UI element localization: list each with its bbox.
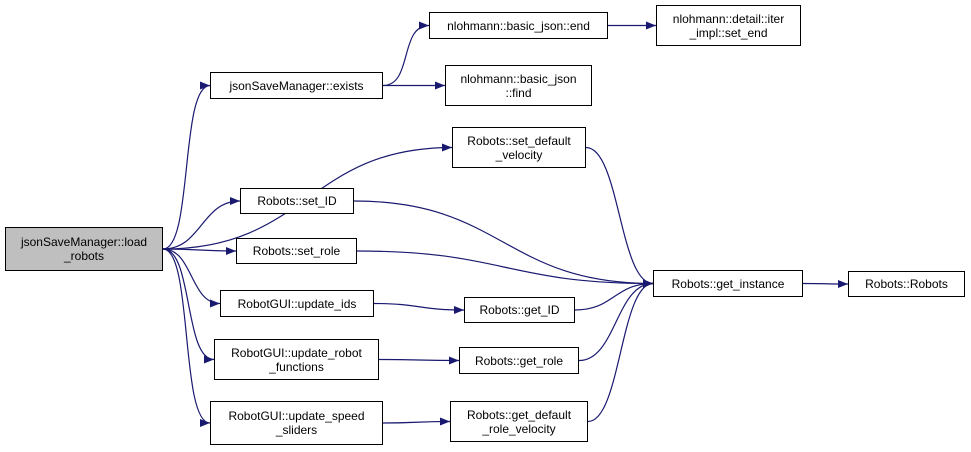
node-set-default-velocity[interactable]: Robots::set_default _velocity [452, 127, 586, 168]
node-get-default-role-velocity[interactable]: Robots::get_default _role_velocity [450, 401, 588, 442]
node-label-line1: nlohmann::detail::iter [672, 11, 785, 26]
edge-load_robots-to-update_speed_sliders [162, 248, 211, 427]
edge-get_instance-to-robots_ctor [802, 279, 849, 288]
node-update-robot-functions[interactable]: RobotGUI::update_robot _functions [214, 339, 379, 380]
node-label-line1: Robots::set_ID [257, 194, 337, 208]
node-set-id[interactable]: Robots::set_ID [240, 188, 354, 214]
node-label-line1: Robots::get_ID [479, 303, 560, 317]
node-set-role[interactable]: Robots::set_role [236, 238, 357, 264]
node-label-line2: _functions [269, 359, 324, 374]
node-iter-set-end[interactable]: nlohmann::detail::iter _impl::set_end [656, 5, 801, 46]
node-exists[interactable]: jsonSaveManager::exists [210, 72, 383, 99]
node-label-line1: Robots::Robots [865, 277, 948, 291]
node-json-end[interactable]: nlohmann::basic_json::end [429, 12, 608, 39]
node-label-line1: Robots::set_default [467, 133, 571, 148]
edge-load_robots-to-update_robot_functions [162, 248, 215, 364]
edge-set_id-to-get_instance [353, 200, 654, 288]
node-load-robots[interactable]: jsonSaveManager::load _robots [5, 227, 163, 271]
node-robots-constructor[interactable]: Robots::Robots [848, 271, 965, 297]
node-label-line1: nlohmann::basic_json [460, 71, 577, 86]
edge-get_role-to-get_instance [578, 279, 654, 362]
edge-get_default_role_velocity-to-get_instance [587, 279, 654, 423]
node-get-role[interactable]: Robots::get_role [459, 347, 579, 374]
node-get-id[interactable]: Robots::get_ID [464, 297, 575, 323]
edge-set_default_velocity-to-get_instance [585, 146, 654, 288]
node-label-line1: jsonSaveManager::load [20, 235, 148, 249]
edge-exists-to-json_end [382, 21, 430, 87]
edge-load_robots-to-exists [162, 81, 211, 250]
node-label-line2: _impl::set_end [689, 25, 768, 40]
node-label-line2: ::find [505, 85, 532, 100]
node-label-line2: _robots [63, 249, 105, 263]
edge-set_role-to-get_instance [356, 250, 654, 288]
edge-load_robots-to-update_ids [162, 248, 221, 308]
edge-update_speed_sliders-to-get_default_role_velocity [382, 417, 451, 426]
node-label-line1: Robots::get_role [474, 353, 564, 368]
node-label-line1: RobotGUI::update_speed [228, 409, 365, 423]
node-label-line2: _role_velocity [482, 421, 556, 436]
node-label-line1: RobotGUI::update_ids [237, 296, 357, 311]
edge-update_ids-to-get_id [373, 302, 465, 314]
node-label-line1: jsonSaveManager::exists [229, 78, 364, 93]
node-label-line2: _velocity [495, 147, 543, 162]
edge-load_robots-to-set_id [162, 197, 241, 250]
node-label-line1: Robots::get_instance [671, 276, 785, 291]
node-label-line2: _sliders [275, 423, 318, 437]
node-label-line1: Robots::get_default [466, 407, 572, 422]
node-get-instance[interactable]: Robots::get_instance [653, 270, 803, 297]
edge-get_id-to-get_instance [574, 279, 654, 311]
edge-update_robot_functions-to-get_role [378, 356, 460, 365]
node-update-ids[interactable]: RobotGUI::update_ids [220, 290, 374, 317]
node-label-line1: nlohmann::basic_json::end [447, 18, 590, 33]
edge-load_robots-to-set_role [162, 246, 237, 255]
node-update-speed-sliders[interactable]: RobotGUI::update_speed _sliders [210, 401, 383, 445]
node-label-line1: RobotGUI::update_robot [231, 345, 362, 360]
node-label-line1: Robots::set_role [252, 244, 341, 258]
node-json-find[interactable]: nlohmann::basic_json ::find [445, 65, 592, 106]
